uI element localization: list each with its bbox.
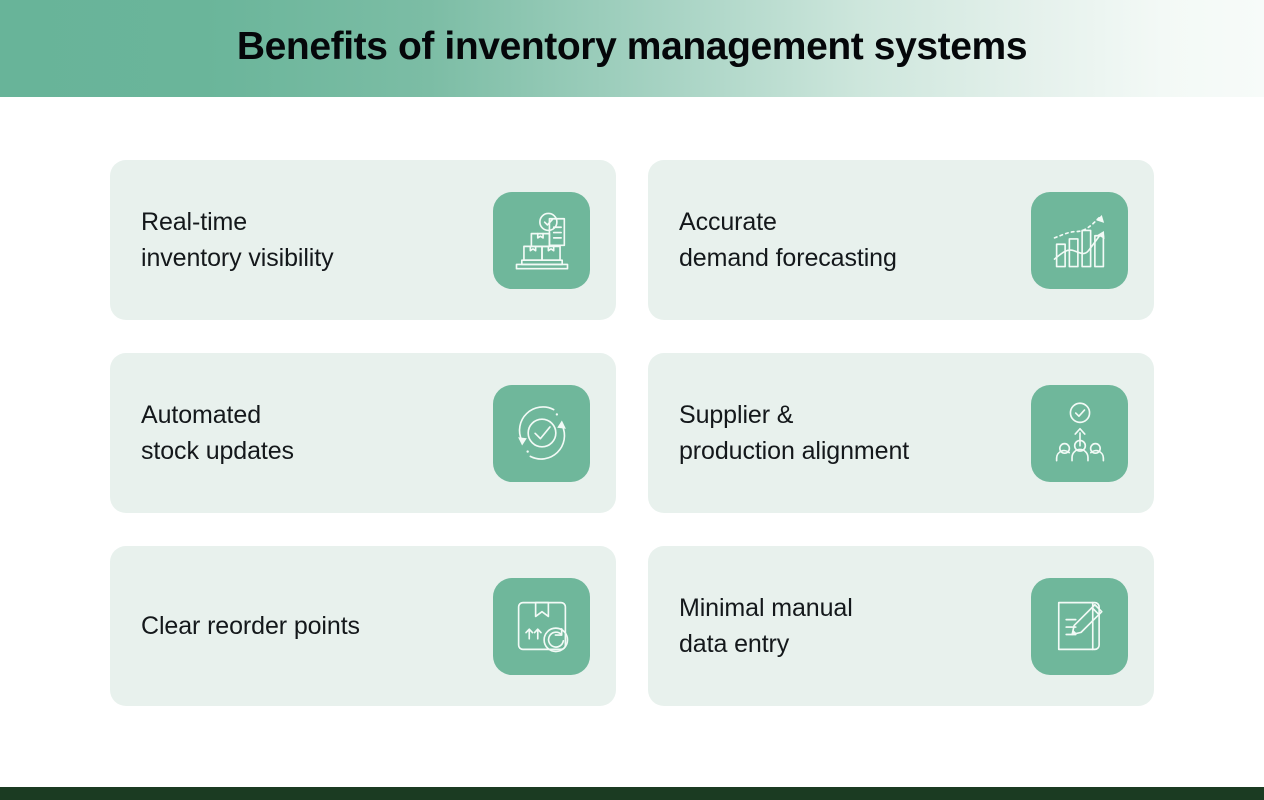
benefit-card-label: Accurate demand forecasting: [679, 208, 897, 272]
icon-tile: [493, 577, 590, 675]
footer-bar: [0, 787, 1264, 800]
bar-chart-trend-up-icon: [1053, 215, 1105, 268]
boxes-checklist-icon: [515, 212, 568, 270]
benefit-card-clear-reorder-points[interactable]: Clear reorder points: [110, 546, 616, 706]
box-reorder-arrows-icon: [517, 601, 568, 653]
benefit-card-label: Automated stock updates: [141, 401, 294, 465]
icon-tile: [1031, 577, 1128, 675]
page-title: Benefits of inventory management systems: [236, 25, 1028, 68]
icon-tile: [1031, 191, 1128, 289]
benefit-card-label: Minimal manual data entry: [679, 594, 853, 658]
benefit-card-automated-stock-updates[interactable]: Automated stock updates: [110, 353, 616, 513]
team-arrow-check-icon: [1055, 402, 1104, 462]
benefit-card-label: Supplier & production alignment: [679, 401, 910, 465]
benefit-card-accurate-demand-forecasting[interactable]: Accurate demand forecasting: [648, 160, 1154, 320]
sync-refresh-check-icon: [517, 406, 566, 460]
notebook-pencil-icon: [1057, 601, 1103, 651]
benefit-card-real-time-inventory-visibility[interactable]: Real-time inventory visibility: [110, 160, 616, 320]
benefit-card-supplier-production-alignment[interactable]: Supplier & production alignment: [648, 353, 1154, 513]
header-banner: Benefits of inventory management systems: [0, 0, 1264, 97]
benefit-card-label: Real-time inventory visibility: [141, 208, 334, 272]
benefit-card-minimal-manual-data-entry[interactable]: Minimal manual data entry: [648, 546, 1154, 706]
benefit-card-label: Clear reorder points: [141, 612, 360, 640]
icon-tile: [1031, 384, 1128, 482]
benefits-card-grid: Real-time inventory visibility: [110, 160, 1154, 706]
icon-tile: [493, 384, 590, 482]
icon-tile: [493, 191, 590, 289]
